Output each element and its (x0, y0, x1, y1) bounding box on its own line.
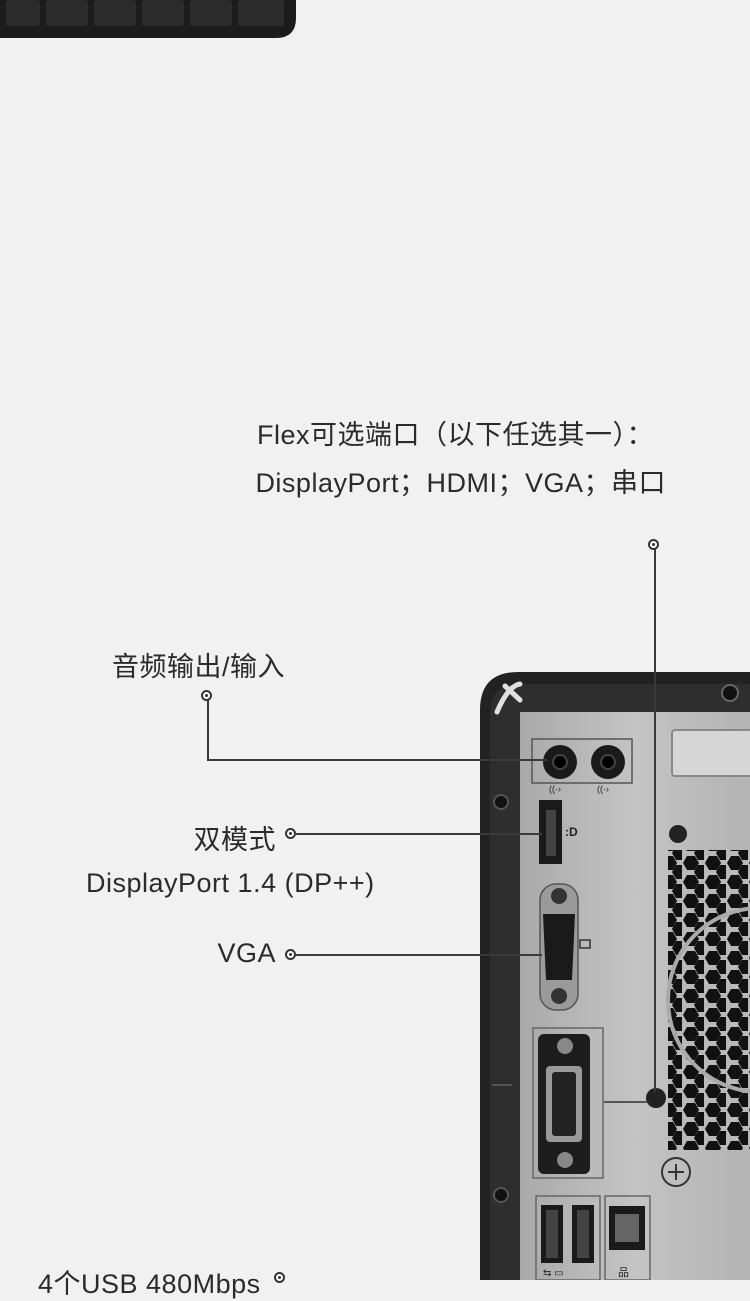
displayport-callout-dot (285, 828, 296, 839)
flex-ports-options: DisplayPort；HDMI；VGA；串口 (255, 468, 666, 498)
displayport-label-line2: DisplayPort 1.4 (DP++) (86, 868, 375, 898)
ethernet-port: 品 (604, 1195, 651, 1280)
vga-icon (579, 939, 591, 949)
flex-callout-line (654, 548, 656, 1092)
displayport-callout-line (296, 833, 542, 835)
displayport-label-line1: 双模式 (193, 825, 276, 855)
audio-callout-dot (201, 690, 212, 701)
displayport-connector: :D (539, 800, 578, 864)
keyboard-fragment (0, 0, 296, 38)
usb-icon: ⇆ ▭ (543, 1268, 564, 1279)
kensington-lock-icon (646, 1088, 666, 1108)
vga-callout-dot (285, 949, 296, 960)
audio-jacks: ((·› ((·› (531, 738, 633, 794)
flex-callout-dot (648, 539, 659, 550)
audio-out-icon: ((·› (549, 784, 561, 794)
vga-callout-line (296, 954, 542, 956)
usb-label: 4个USB 480Mbps (38, 1269, 261, 1299)
usb-ports: ⇆ ▭ (535, 1195, 601, 1280)
audio-callout-vertical (207, 700, 209, 760)
flex-ports-title: Flex可选端口（以下任选其一）： (256, 420, 654, 450)
displayport-icon: :D (565, 825, 578, 839)
audio-label: 音频输出/输入 (112, 652, 286, 682)
flex-port-module (532, 1027, 666, 1179)
audio-callout-horizontal (207, 759, 547, 761)
vga-label: VGA (217, 938, 276, 968)
network-icon: 品 (618, 1266, 629, 1279)
usb-callout-dot (274, 1272, 285, 1283)
audio-in-icon: ((·› (597, 784, 609, 794)
vga-connector (539, 883, 591, 1011)
